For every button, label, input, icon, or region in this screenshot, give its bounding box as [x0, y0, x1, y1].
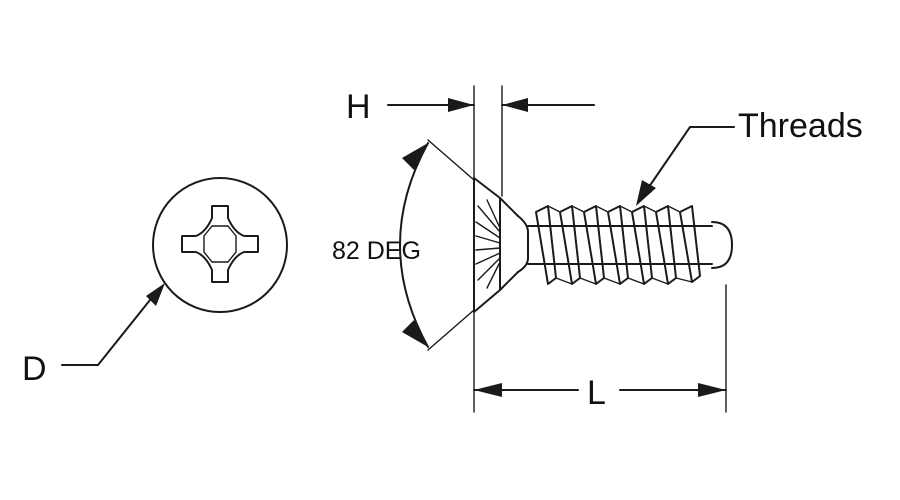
screw-head-top-view: [152, 177, 288, 313]
diameter-label: D: [22, 350, 47, 388]
head-angle-dimension: [399, 139, 475, 351]
screw-side-view: [473, 177, 733, 313]
threads: [535, 205, 701, 285]
head-angle-label: 82 DEG: [332, 237, 421, 265]
length-label: L: [587, 374, 606, 412]
head-recess-lines: [475, 199, 501, 289]
head-height-dimension: [387, 85, 595, 197]
diameter-leader: [61, 283, 165, 366]
threads-leader: [636, 126, 735, 206]
threads-label: Threads: [738, 107, 863, 145]
head-height-label: H: [346, 88, 371, 126]
length-dimension: [473, 284, 727, 413]
